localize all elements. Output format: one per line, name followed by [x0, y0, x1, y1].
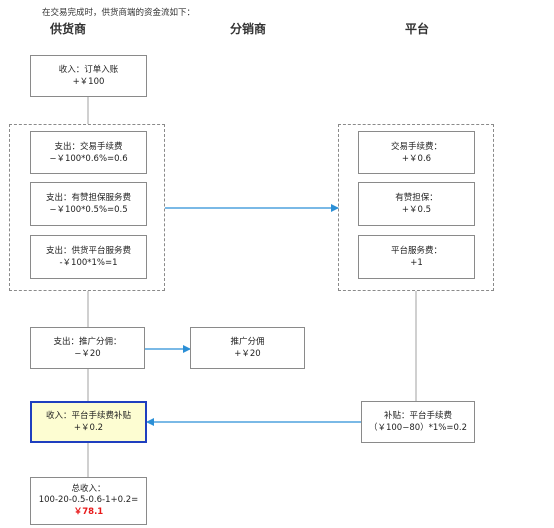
expense-guarantee-box: 支出：有赞担保服务费 −￥100*0.5%=0.5 — [30, 182, 147, 226]
platform-transaction-fee-box: 交易手续费： +￥0.6 — [358, 131, 475, 174]
expense-platform-service-box: 支出：供货平台服务费 -￥100*1%=1 — [30, 235, 147, 279]
income-order-box: 收入：订单入账 +￥100 — [30, 55, 147, 97]
platform-service-fee-label: 平台服务费： — [390, 246, 442, 256]
income-subsidy-box: 收入：平台手续费补贴 +￥0.2 — [30, 401, 147, 443]
expense-transaction-fee-value: −￥100*0.6%=0.6 — [49, 153, 128, 164]
total-income-label: 总收入： — [71, 483, 106, 494]
distributor-commission-label: 推广分佣 — [230, 337, 265, 347]
distributor-commission-box: 推广分佣 +￥20 — [190, 327, 305, 369]
expense-commission-label: 支出：推广分佣： — [53, 337, 122, 347]
supplier-expenses-group — [9, 124, 165, 291]
distributor-commission-value: +￥20 — [234, 349, 261, 359]
expense-transaction-fee-label: 支出：交易手续费 — [54, 141, 123, 152]
expense-guarantee-value: −￥100*0.5%=0.5 — [49, 205, 128, 215]
platform-guarantee-label: 有赞担保： — [395, 193, 438, 203]
platform-subsidy-box: 补贴：平台手续费 （￥100−80）*1%=0.2 — [361, 401, 475, 443]
income-subsidy-label: 收入：平台手续费补贴 — [45, 411, 131, 421]
income-order-label: 收入：订单入账 — [58, 65, 119, 75]
platform-service-fee-value: +1 — [410, 258, 423, 268]
total-income-formula: 100-20-0.5-0.6-1+0.2= — [38, 495, 139, 506]
total-income-box: 总收入： 100-20-0.5-0.6-1+0.2= ￥78.1 — [30, 477, 147, 525]
platform-service-fee-box: 平台服务费： +1 — [358, 235, 475, 279]
income-subsidy-value: +￥0.2 — [73, 423, 104, 433]
expense-platform-service-label: 支出：供货平台服务费 — [45, 246, 131, 256]
platform-subsidy-value: （￥100−80）*1%=0.2 — [368, 423, 468, 433]
column-header-supplier: 供货商 — [50, 22, 87, 36]
total-income-value: ￥78.1 — [73, 506, 104, 517]
platform-subsidy-label: 补贴：平台手续费 — [383, 411, 452, 421]
expense-commission-box: 支出：推广分佣： −￥20 — [30, 327, 145, 369]
column-header-distributor: 分销商 — [230, 22, 267, 36]
column-header-platform: 平台 — [405, 22, 430, 36]
intro-text: 在交易完成时，供货商端的资金流如下： — [42, 8, 196, 18]
expense-commission-value: −￥20 — [74, 349, 101, 359]
platform-transaction-fee-value: +￥0.6 — [401, 153, 432, 164]
platform-income-group — [338, 124, 494, 291]
income-order-value: +￥100 — [72, 77, 105, 87]
platform-guarantee-value: +￥0.5 — [401, 205, 432, 215]
expense-guarantee-label: 支出：有赞担保服务费 — [45, 193, 131, 203]
expense-platform-service-value: -￥100*1%=1 — [59, 258, 118, 268]
platform-guarantee-box: 有赞担保： +￥0.5 — [358, 182, 475, 226]
expense-transaction-fee-box: 支出：交易手续费 −￥100*0.6%=0.6 — [30, 131, 147, 174]
platform-transaction-fee-label: 交易手续费： — [390, 141, 442, 152]
